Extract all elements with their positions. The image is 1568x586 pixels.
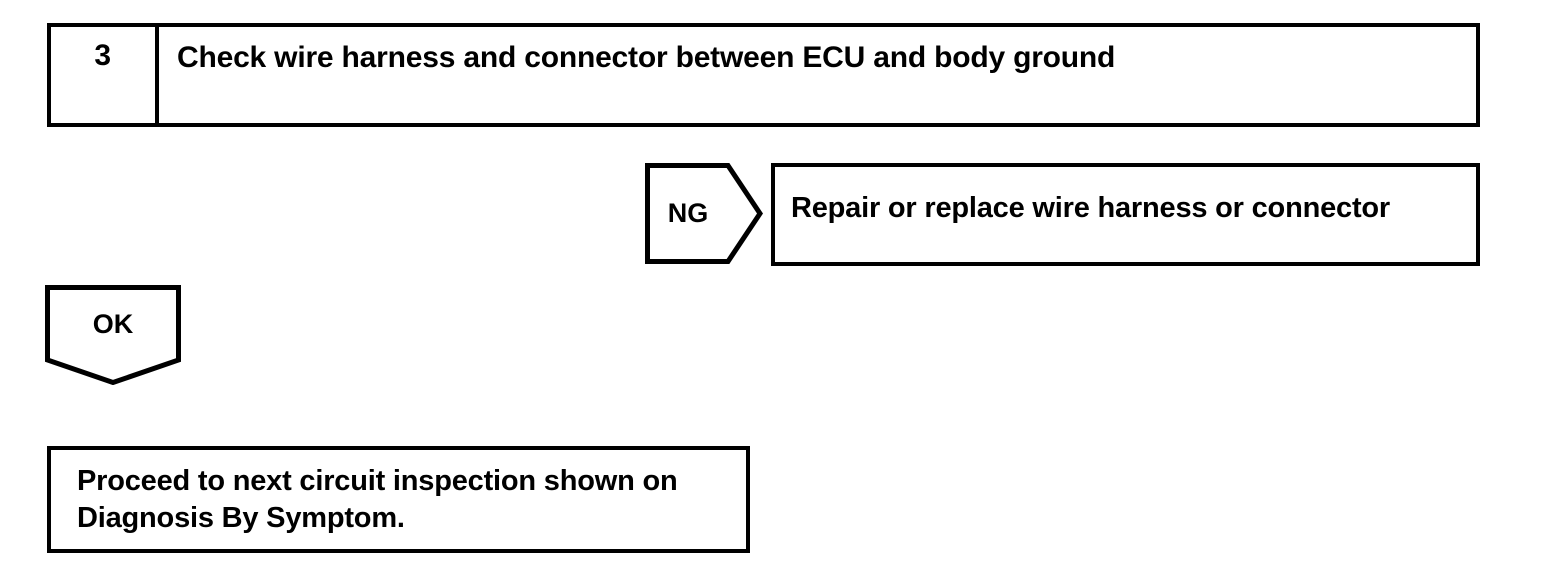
branch-label-ng: NG — [667, 198, 709, 228]
step-number: 3 — [94, 39, 112, 72]
result-text-ok-line2: Diagnosis By Symptom. — [77, 501, 405, 534]
pentagon-down-icon — [45, 285, 181, 385]
result-text-ng: Repair or replace wire harness or connec… — [791, 192, 1391, 224]
branch-label-ok: OK — [92, 308, 134, 339]
step-title-cell: Check wire harness and connector between… — [159, 27, 1476, 123]
step-box: 3 Check wire harness and connector betwe… — [47, 23, 1480, 127]
branch-marker-ok: OK — [45, 285, 181, 385]
step-title: Check wire harness and connector between… — [177, 41, 1116, 74]
result-box-ng: Repair or replace wire harness or connec… — [771, 163, 1480, 266]
pentagon-right-icon — [645, 163, 763, 264]
step-number-cell: 3 — [51, 27, 159, 123]
branch-marker-ng: NG — [645, 163, 763, 264]
result-text-ok-line1: Proceed to next circuit inspection shown… — [77, 465, 678, 497]
result-box-ok: Proceed to next circuit inspection shown… — [47, 446, 750, 553]
